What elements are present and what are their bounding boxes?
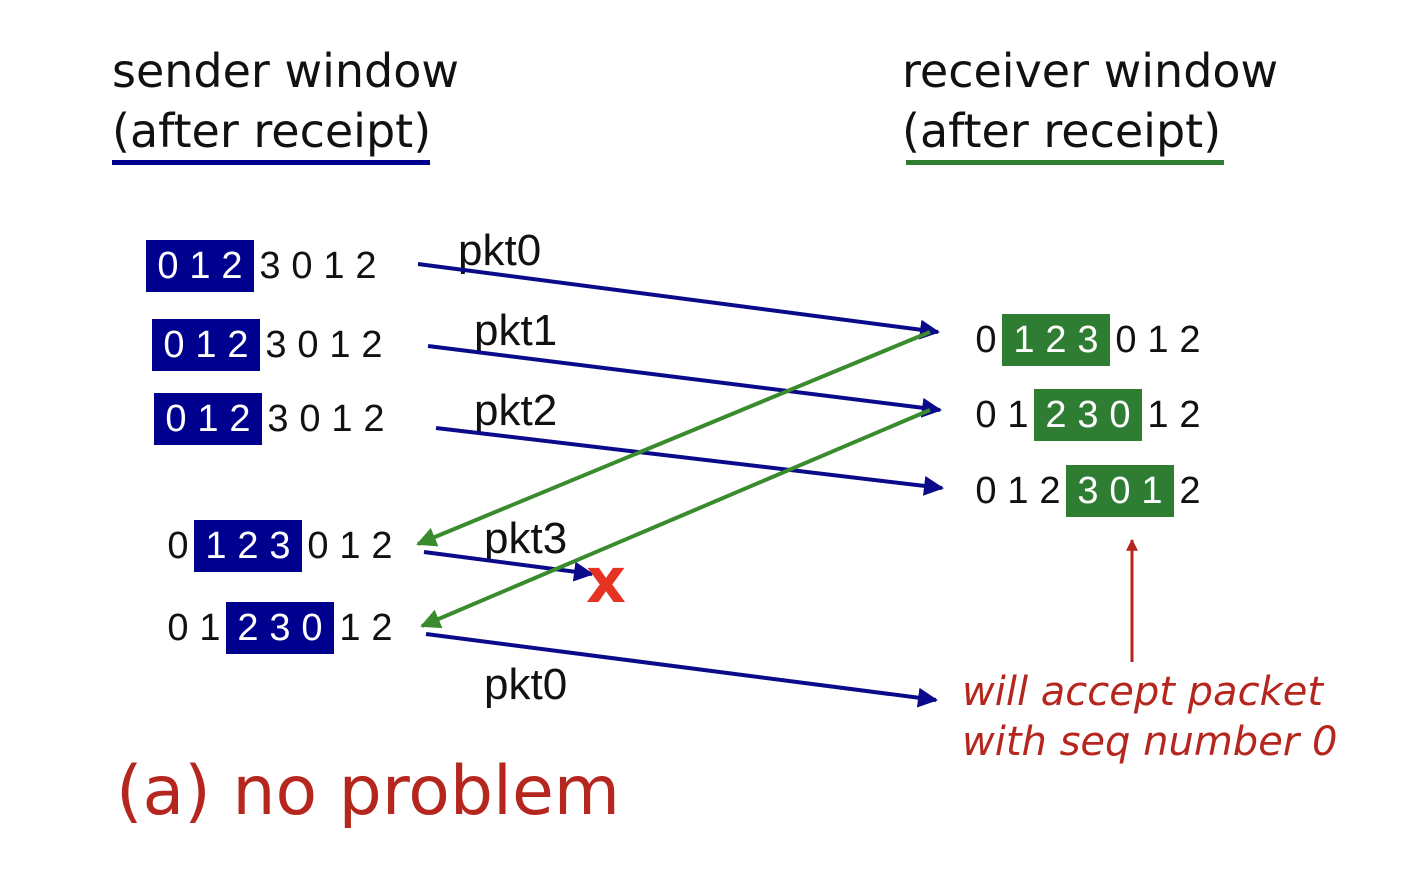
receiver-header-underline <box>906 160 1224 165</box>
sequence-number: 3 <box>259 245 281 287</box>
sequence-number: 2 <box>1045 394 1067 436</box>
sequence-number: 1 <box>323 245 345 287</box>
sequence-number: 1 <box>329 324 351 366</box>
sequence-number: 0 <box>301 607 323 649</box>
sequence-number: 0 <box>975 319 997 361</box>
sequence-number: 3 <box>269 607 291 649</box>
sequence-number: 1 <box>1007 470 1029 512</box>
sequence-number: 1 <box>331 398 353 440</box>
packet-label-pkt3: pkt3 <box>484 514 568 563</box>
sequence-number: 1 <box>1013 319 1035 361</box>
receiver-window-title: receiver window <box>902 44 1279 98</box>
sequence-number: 2 <box>1179 394 1201 436</box>
sequence-number: 3 <box>1077 470 1099 512</box>
sequence-number: 2 <box>371 607 393 649</box>
sequence-number: 2 <box>361 324 383 366</box>
sequence-number: 0 <box>1109 470 1131 512</box>
sequence-number: 0 <box>307 525 329 567</box>
sequence-number: 2 <box>371 525 393 567</box>
receiver-window-subtitle: (after receipt) <box>902 104 1222 158</box>
sequence-number: 2 <box>1045 319 1067 361</box>
sequence-number: 1 <box>1147 394 1169 436</box>
sequence-number: 2 <box>237 607 259 649</box>
packet-label-pkt1: pkt1 <box>474 306 558 355</box>
sequence-number: 3 <box>269 525 291 567</box>
sequence-number: 0 <box>163 324 185 366</box>
sequence-number: 0 <box>297 324 319 366</box>
sequence-number: 1 <box>199 607 221 649</box>
sequence-number: 2 <box>1179 319 1201 361</box>
sender-window-title: sender window <box>112 44 459 98</box>
arrow-pkt0 <box>417 262 940 340</box>
sequence-number: 2 <box>1179 470 1201 512</box>
sequence-number: 0 <box>1109 394 1131 436</box>
sequence-number: 0 <box>167 607 189 649</box>
packet-loss-mark: x <box>586 544 626 617</box>
sequence-number: 2 <box>237 525 259 567</box>
sequence-number: 2 <box>221 245 243 287</box>
scenario-caption: (a) no problem <box>116 752 621 831</box>
packet-label-pkt2: pkt2 <box>474 386 558 435</box>
sequence-number: 1 <box>339 607 361 649</box>
receiver-note-line1: will accept packet <box>962 669 1324 715</box>
sequence-number: 1 <box>197 398 219 440</box>
sequence-number: 3 <box>1077 394 1099 436</box>
arrow-pkt0-resent <box>425 632 938 708</box>
sequence-number: 0 <box>299 398 321 440</box>
sequence-number: 1 <box>1147 319 1169 361</box>
sequence-number: 0 <box>157 245 179 287</box>
packet-label-pkt0: pkt0 <box>458 226 542 275</box>
sequence-number: 3 <box>1077 319 1099 361</box>
sender-window-subtitle: (after receipt) <box>112 104 432 158</box>
ack-arrow-2 <box>420 408 931 629</box>
ack-arrow-1 <box>416 330 931 547</box>
sequence-number: 2 <box>227 324 249 366</box>
sequence-number: 1 <box>189 245 211 287</box>
sequence-number: 0 <box>167 525 189 567</box>
sequence-number: 2 <box>355 245 377 287</box>
sequence-number: 0 <box>291 245 313 287</box>
sequence-number: 3 <box>267 398 289 440</box>
sequence-number: 1 <box>205 525 227 567</box>
sender-header-underline <box>112 160 430 165</box>
sequence-number: 0 <box>1115 319 1137 361</box>
sequence-number: 0 <box>975 470 997 512</box>
sequence-number: 1 <box>1141 470 1163 512</box>
sequence-number: 2 <box>363 398 385 440</box>
sequence-number: 2 <box>1039 470 1061 512</box>
sequence-number: 1 <box>195 324 217 366</box>
sequence-number: 2 <box>229 398 251 440</box>
sequence-number: 3 <box>265 324 287 366</box>
arrow-pkt1 <box>427 344 942 418</box>
sequence-number: 0 <box>165 398 187 440</box>
packet-label-pkt0-resent: pkt0 <box>484 660 568 709</box>
receiver-note-line2: with seq number 0 <box>962 719 1338 765</box>
sequence-number: 1 <box>339 525 361 567</box>
sequence-number: 1 <box>1007 394 1029 436</box>
sequence-number: 0 <box>975 394 997 436</box>
arrow-pkt3-lost <box>423 550 594 582</box>
arrow-pkt2 <box>435 426 944 496</box>
